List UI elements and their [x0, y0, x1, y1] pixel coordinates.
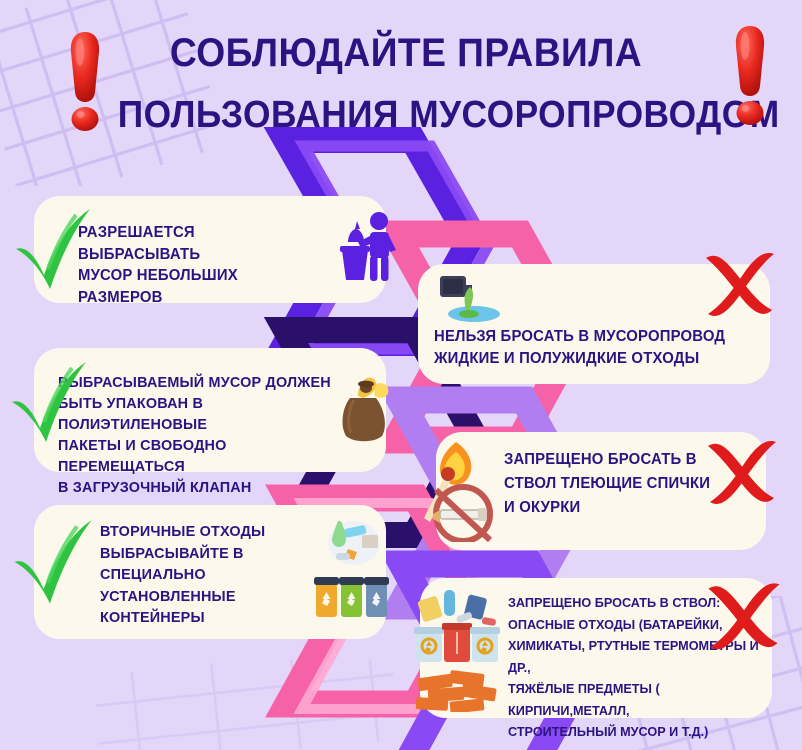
hazardous-waste-bricks-icon: [414, 584, 510, 717]
forbidden-card-1-text: НЕЛЬЗЯ БРОСАТЬ В МУСОРОПРОВОД ЖИДКИЕ И П…: [434, 328, 726, 367]
tied-garbage-bag-icon: [336, 368, 394, 449]
forbidden-card-2[interactable]: ЗАПРЕЩЕНО БРОСАТЬ В СТВОЛ ТЛЕЮЩИЕ СПИЧКИ…: [424, 432, 766, 550]
poster-header: СОБЛЮДАЙТЕ ПРАВИЛА ПОЛЬЗОВАНИЯ МУСОРОПРО…: [0, 0, 802, 160]
person-throwing-trash-icon: [334, 210, 398, 289]
title-line-1: СОБЛЮДАЙТЕ ПРАВИЛА: [169, 31, 643, 75]
exclamation-mark-icon-right: [727, 24, 773, 128]
allowed-card-1[interactable]: РАЗРЕШАЕТСЯ ВЫБРАСЫВАТЬ МУСОР НЕБОЛЬШИХ …: [34, 196, 396, 306]
forbidden-card-2-text: ЗАПРЕЩЕНО БРОСАТЬ В СТВОЛ ТЛЕЮЩИЕ СПИЧКИ…: [504, 451, 711, 516]
forbidden-card-1[interactable]: НЕЛЬЗЯ БРОСАТЬ В МУСОРОПРОВОД ЖИДКИЕ И П…: [418, 264, 770, 384]
allowed-card-2[interactable]: ВЫБРАСЫВАЕМЫЙ МУСОР ДОЛЖЕН БЫТЬ УПАКОВАН…: [34, 348, 389, 496]
green-check-icon-1: [6, 205, 98, 297]
burning-match-no-smoking-icon: [412, 436, 504, 547]
green-check-icon-2: [2, 358, 94, 450]
title-line-2: ПОЛЬЗОВАНИЯ МУСОРОПРОВОДОМ: [117, 94, 780, 136]
red-cross-icon-3: [700, 578, 786, 658]
forbidden-card-3[interactable]: ЗАПРЕЩЕНО БРОСАТЬ В СТВОЛ: ОПАСНЫЕ ОТХОД…: [414, 578, 772, 739]
red-cross-icon-1: [698, 248, 784, 328]
poster-title: СОБЛЮДАЙТЕ ПРАВИЛА ПОЛЬЗОВАНИЯ МУСОРОПРО…: [96, 22, 780, 146]
green-check-icon-3: [4, 516, 96, 608]
recycling-bins-icon: [314, 517, 390, 634]
allowed-card-3[interactable]: ВТОРИЧНЫЕ ОТХОДЫ ВЫБРАСЫВАЙТЕ В СПЕЦИАЛЬ…: [34, 505, 389, 639]
liquid-waste-spill-icon: [436, 272, 506, 329]
background-grid-bottom-left: [96, 660, 396, 750]
forbidden-card-3-text: ЗАПРЕЩЕНО БРОСАТЬ В СТВОЛ: ОПАСНЫЕ ОТХОД…: [508, 595, 759, 739]
allowed-card-1-text: РАЗРЕШАЕТСЯ ВЫБРАСЫВАТЬ МУСОР НЕБОЛЬШИХ …: [78, 224, 238, 306]
allowed-card-3-text: ВТОРИЧНЫЕ ОТХОДЫ ВЫБРАСЫВАЙТЕ В СПЕЦИАЛЬ…: [100, 523, 266, 626]
allowed-card-2-text: ВЫБРАСЫВАЕМЫЙ МУСОР ДОЛЖЕН БЫТЬ УПАКОВАН…: [58, 374, 331, 496]
exclamation-mark-icon-left: [62, 30, 108, 134]
red-cross-icon-2: [700, 436, 786, 516]
